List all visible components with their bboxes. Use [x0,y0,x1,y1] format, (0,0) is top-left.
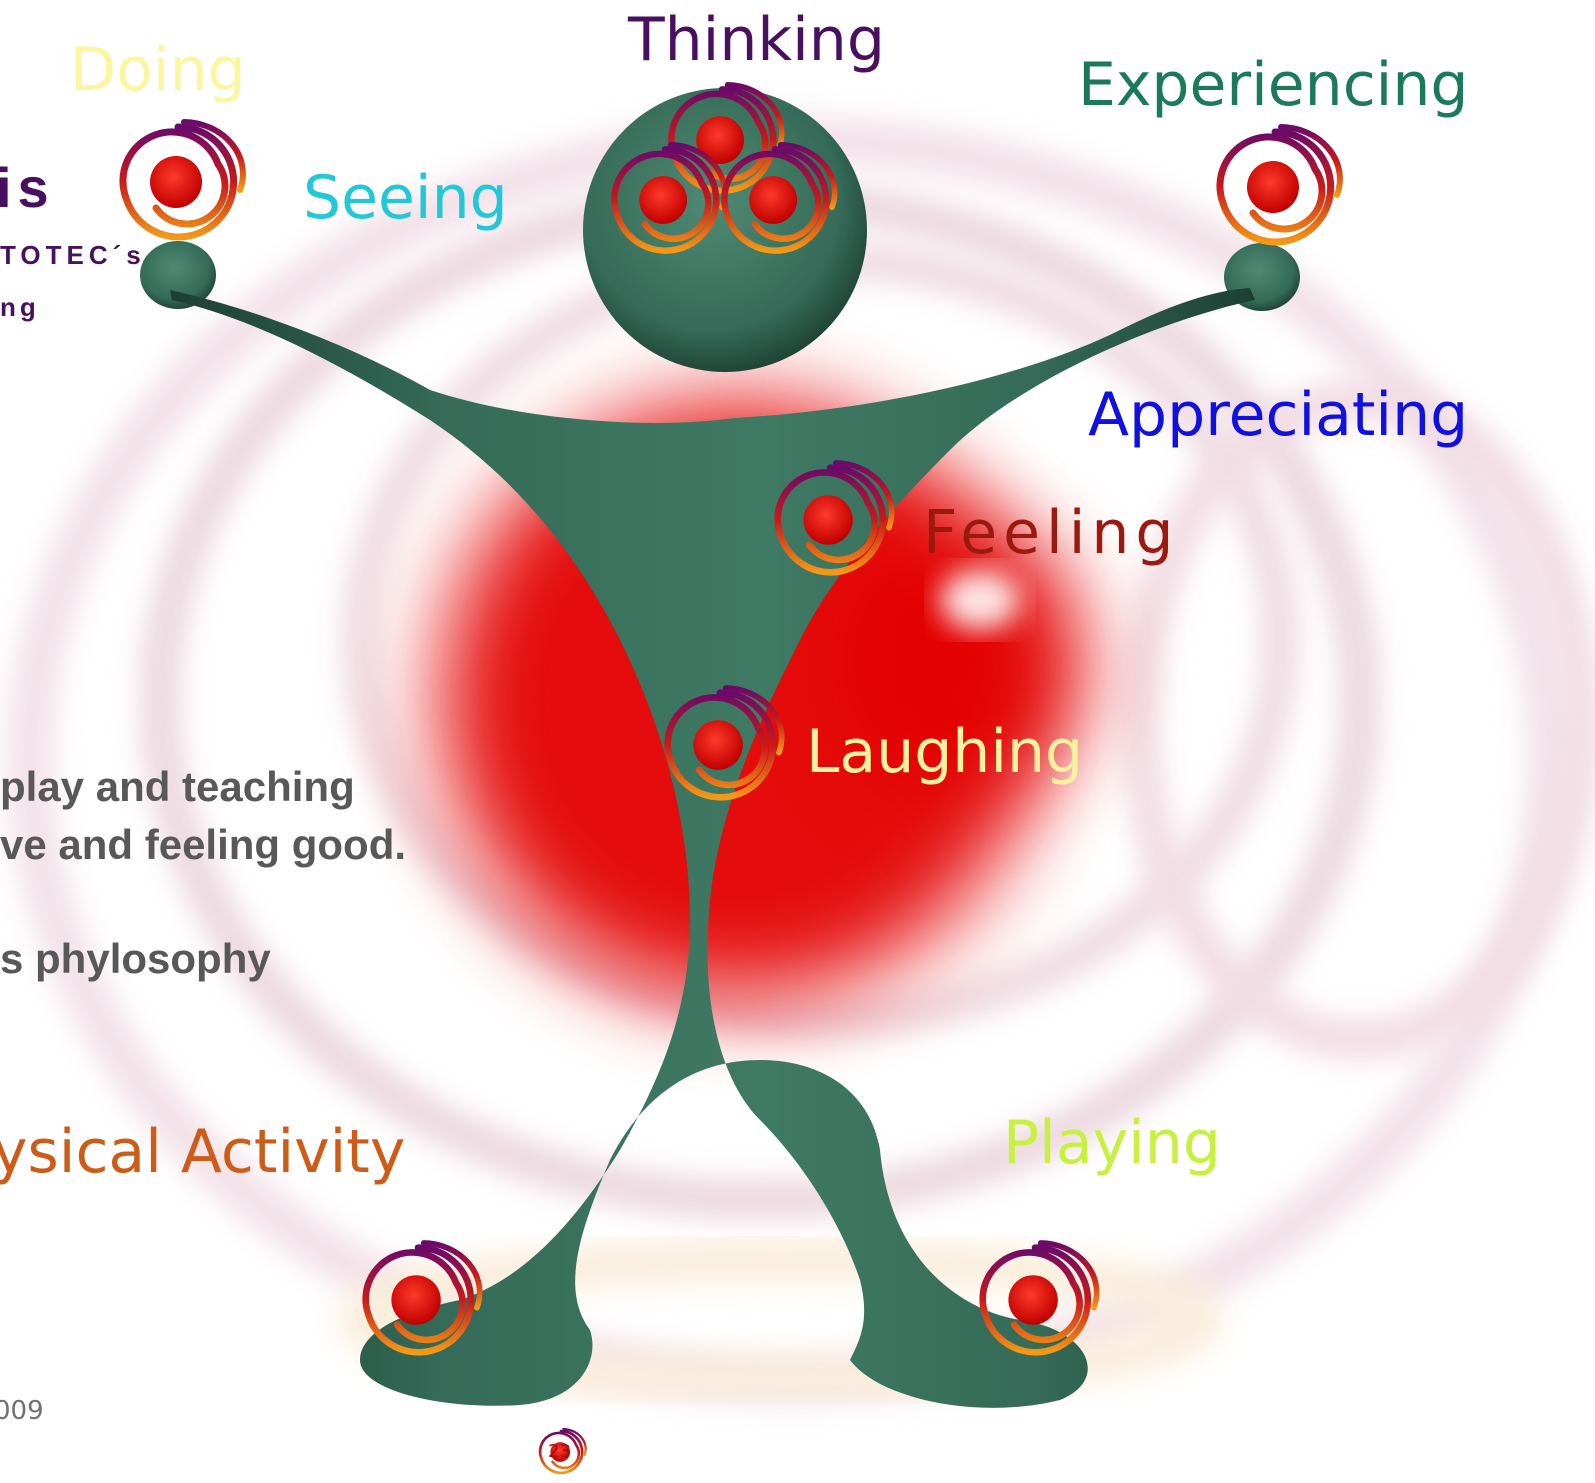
left-body-line-3: s phylosophy [0,935,271,982]
label-doing: Doing [70,35,246,105]
left-body-line-2: ve and feeling good. [0,821,407,868]
page-number: 23 [548,1441,571,1462]
label-feeling: Feeling [923,498,1180,568]
label-appreciating: Appreciating [1088,380,1469,450]
label-playing: Playing [1003,1108,1221,1178]
left-body-line-1: play and teaching [0,763,355,810]
left-subline-1: TOTEC´s [0,240,146,270]
left-subline-2: ng [0,292,40,322]
footer-year: 009 [0,1396,44,1426]
label-laughing: Laughing [806,717,1084,787]
label-experiencing: Experiencing [1078,50,1469,120]
left-heading-fragment: is [0,156,55,219]
label-thinking: Thinking [628,5,885,75]
label-physical-activity: ysical Activity [0,1117,406,1187]
label-seeing: Seeing [303,163,508,233]
